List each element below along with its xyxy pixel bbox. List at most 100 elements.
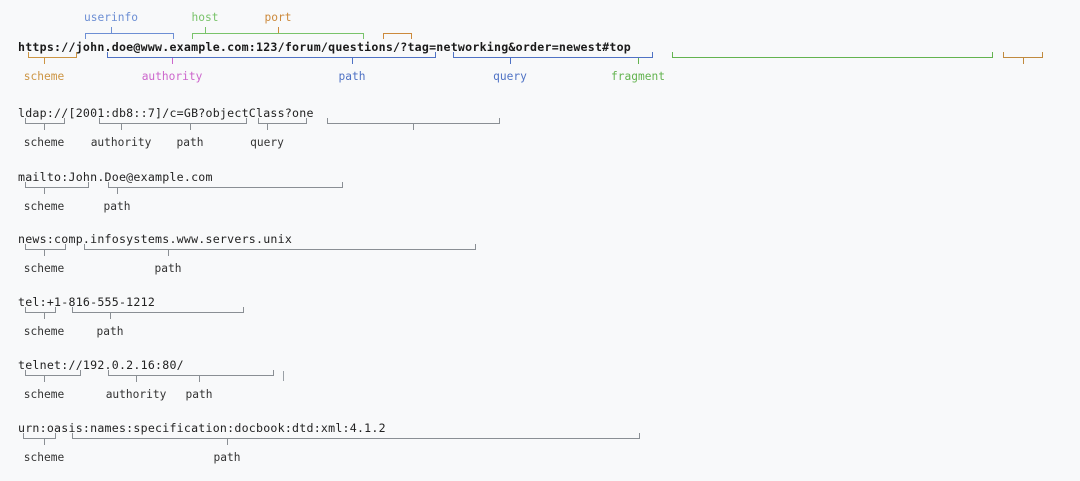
bracket-center-tick [510,58,511,64]
bracket-end-right [411,34,412,39]
bracket-end-left [258,118,259,123]
label-path: path [338,70,366,83]
label-scheme: scheme [23,451,65,464]
bracket-end-left [99,118,100,123]
bracket-end-left [25,118,26,123]
bracket-end-right [342,182,343,187]
bracket-bar [25,123,65,124]
bracket-end-left [383,34,384,39]
bracket-bar [25,312,56,313]
bracket-end-left [672,52,673,57]
bracket-center-tick [190,124,191,130]
label-query: query [493,70,527,83]
bracket-bar [72,312,244,313]
label-port: port [264,11,292,24]
label-authority: authority [90,136,152,149]
bracket-path [107,52,436,64]
bracket-center-tick [199,376,200,382]
bracket-bar [72,438,640,439]
bracket-end-left [108,182,109,187]
bracket-end-right [639,433,640,438]
label-scheme: scheme [23,70,65,83]
bracket-unlabeled [1003,52,1043,64]
bracket-center-tick [638,58,639,64]
label-authority: authority [141,70,203,83]
bracket-path [99,118,247,130]
uri-string-mailto: mailto:John.Doe@example.com [18,170,213,184]
bracket-path [72,433,640,445]
bracket-end-left [107,52,108,57]
bracket-bar [28,57,77,58]
bracket-end-right [55,433,56,438]
bracket-userinfo [85,27,174,39]
bracket-end-left [25,370,26,375]
bracket-bar [192,33,364,34]
label-path: path [103,200,131,213]
uri-string-news: news:comp.infosystems.www.servers.unix [18,232,293,246]
bracket-end-left [192,34,193,39]
bracket-bar [108,187,343,188]
bracket-center-tick [44,313,45,319]
bracket-end-right [1042,52,1043,57]
bracket-end-right [363,34,364,39]
bracket-bar [23,438,56,439]
bracket-scheme [25,244,66,256]
label-path: path [96,325,124,338]
bracket-bar [1003,57,1043,58]
bracket-center-tick [44,250,45,256]
bracket-center-tick [111,27,112,33]
bracket-path [84,244,476,256]
bracket-host [192,27,364,39]
label-scheme: scheme [23,136,65,149]
bracket-end-left [453,52,454,57]
bracket-end-left [72,307,73,312]
bracket-end-right [64,118,65,123]
bracket-center-tick [117,188,118,194]
bracket-scheme [23,433,56,445]
bracket-end-right [992,52,993,57]
bracket-unlabeled [327,118,500,130]
bracket-center-tick [110,313,111,319]
bracket-bar [25,249,66,250]
bracket-center-tick [121,124,122,130]
bracket-bar [453,57,653,58]
bracket-center-tick [44,58,45,64]
bracket-bar [107,57,436,58]
bracket-bar [672,57,993,58]
bracket-query [453,52,653,64]
bracket-end-left [72,433,73,438]
bracket-end-right [475,244,476,249]
bracket-end-right [435,52,436,57]
bracket-end-left [85,34,86,39]
label-fragment: fragment [611,70,665,83]
bracket-bar [84,249,476,250]
bracket-center-tick [136,376,137,382]
label-path: path [176,136,204,149]
bracket-end-right [246,118,247,123]
bracket-end-right [273,370,274,375]
bracket-end-right [173,34,174,39]
bracket-path [108,182,343,194]
uri-string-tel: tel:+1-816-555-1212 [18,295,156,309]
bracket-path [108,370,274,382]
bracket-center-tick [352,58,353,64]
bracket-scheme [28,52,77,64]
bracket-fragment [638,52,993,64]
bracket-end-right [499,118,500,123]
bracket-center-tick [278,27,279,33]
bracket-end-right [652,52,653,57]
bracket-port [278,27,412,39]
uri-string-urn: urn:oasis:names:specification:docbook:dt… [18,421,386,435]
bracket-center-tick [227,439,228,445]
bracket-end-left [23,433,24,438]
bracket-bar [99,123,247,124]
bracket-end-right [306,118,307,123]
bracket-bar [85,33,174,34]
bracket-center-tick [1023,58,1024,64]
bracket-end-left [25,307,26,312]
uri-string-telnet: telnet://192.0.2.16:80/ [18,358,184,372]
bracket-bar [25,375,81,376]
bracket-end-left [25,182,26,187]
bracket-end-right [55,307,56,312]
